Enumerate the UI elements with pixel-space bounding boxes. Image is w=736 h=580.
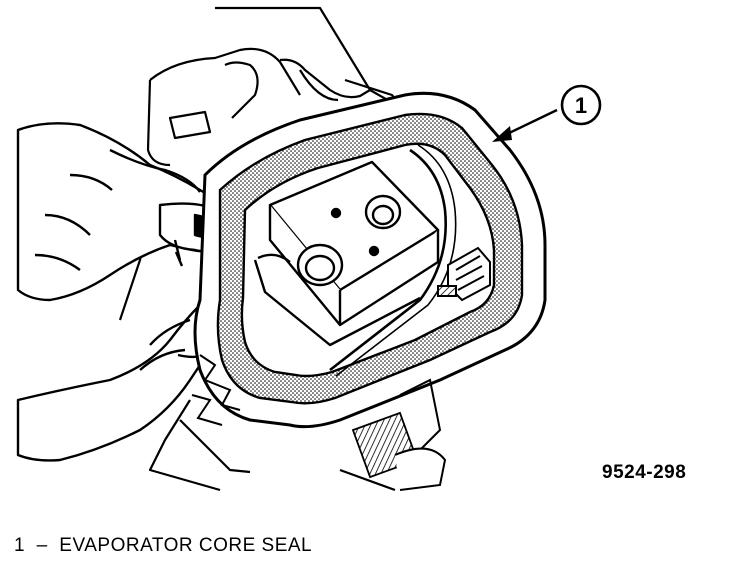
legend-label: EVAPORATOR CORE SEAL [59,535,313,556]
callout-1: 1 [492,84,602,142]
left-hand [16,122,233,302]
figure-number: 9524-298 [602,462,687,483]
callout-circle [560,84,602,126]
legend-item-1: 1 – EVAPORATOR CORE SEAL [14,535,312,557]
legend-number: 1 [14,535,26,556]
legend-dash: – [36,535,48,556]
leader-line [504,108,558,137]
connector [437,246,491,302]
callout-number: 1 [575,93,587,118]
evaporator-block [253,144,457,377]
leader-arrowhead [492,126,512,142]
lower-hand [16,302,221,462]
wiring [191,354,447,491]
